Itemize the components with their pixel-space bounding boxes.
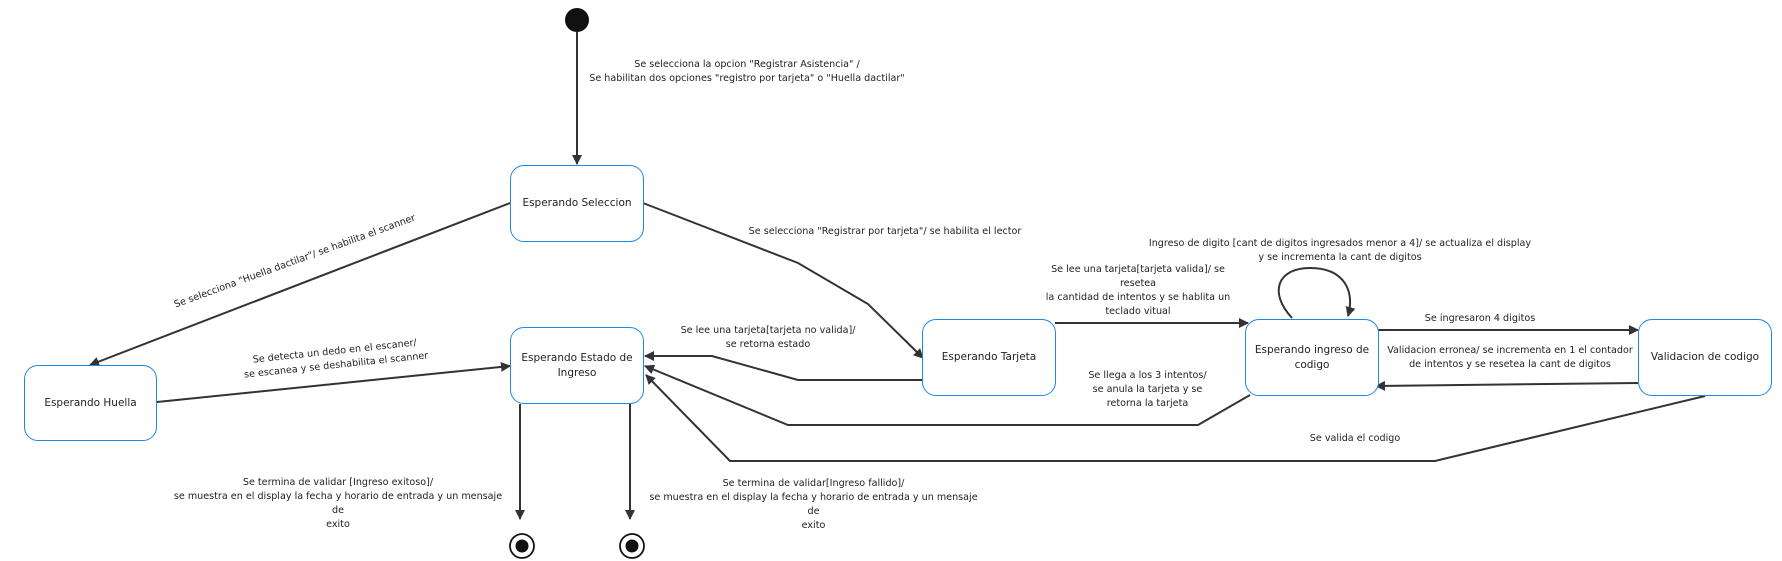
state-esperando-ingreso-codigo: Esperando ingreso de codigo [1245,319,1379,396]
state-validacion-codigo: Validacion de codigo [1638,319,1772,396]
edge-codigo-to-estado [644,364,1251,426]
label-validacion-erronea: Validacion erronea/ se incrementa en 1 e… [1387,345,1633,370]
final-state-node-fallido [619,533,645,559]
state-esperando-estado-ingreso: Esperando Estado de Ingreso [510,327,644,404]
state-esperando-tarjeta: Esperando Tarjeta [922,319,1056,396]
edge-seleccion-to-huella [89,202,511,367]
label-cuatro-digitos: Se ingresaron 4 digitos [1424,313,1536,324]
state-esperando-huella: Esperando Huella [24,365,157,441]
label-tarjeta-valida: Se lee una tarjeta[tarjeta valida]/ se r… [1045,264,1231,317]
edge-huella-to-estado [156,361,511,403]
label-inicio: Se selecciona la opcion "Registrar Asist… [589,59,905,84]
final-state-node-exitoso [509,533,535,559]
label-valida-codigo: Se valida el codigo [1309,433,1401,444]
edge-seleccion-to-tarjeta [642,202,924,359]
initial-state-node [565,8,589,32]
state-esperando-seleccion: Esperando Seleccion [510,165,644,242]
label-tarjeta-no-valida: Se lee una tarjeta[tarjeta no valida]/ s… [680,325,856,350]
edge-tarjeta-to-estado [644,351,922,381]
label-registrar-tarjeta: Se selecciona "Registrar por tarjeta"/ s… [748,226,1022,237]
edge-validacion-to-estado [645,374,1706,462]
label-ingreso-exitoso: Se termina de validar [Ingreso exitoso]/… [173,477,503,530]
edge-validacion-to-codigo [1375,380,1639,391]
label-ingreso-digito: Ingreso de digito [cant de digitos ingre… [1148,238,1532,263]
label-ingreso-fallido: Se termina de validar[Ingreso fallido]/ … [649,478,978,531]
label-tres-intentos: Se llega a los 3 intentos/ se anula la t… [1088,370,1207,409]
edge-codigo-self-loop [1277,266,1356,319]
